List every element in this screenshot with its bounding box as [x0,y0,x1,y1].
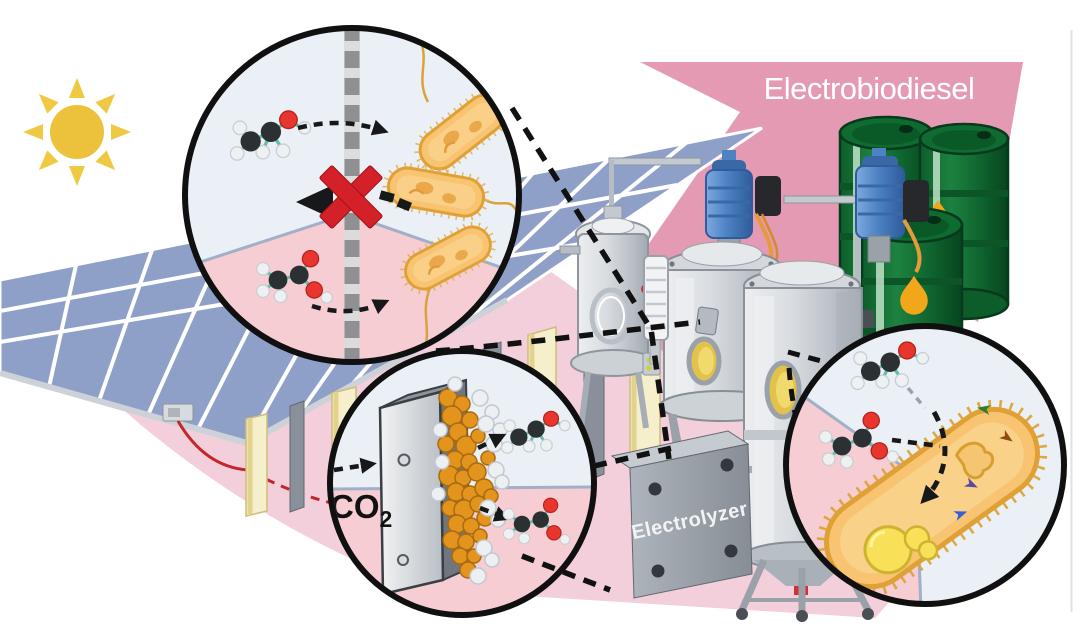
acetate-cross-arrow [311,299,390,315]
condenser-column [643,255,669,365]
connector-co2-to-cube-bottom [521,553,611,593]
sun-icon [23,78,131,186]
orange-cable [902,218,922,273]
agitator-motor [705,150,753,239]
co2-in-arrow [333,457,377,474]
power-wire-dashed [251,470,337,506]
microbe-callout [783,323,1067,607]
callout-connectors [435,106,701,460]
stack-terminal-box [695,306,719,336]
caster-wheel [796,610,808,622]
connector-co2-to-cube-top [593,444,677,469]
oil-drop-icon [900,275,928,315]
motor-junction-box [903,180,929,222]
connector-membrane-to-tank [509,106,672,460]
callout-connectors [521,444,677,593]
lipid-droplet [917,540,939,561]
pipe-post [609,160,614,232]
junction-box-inner [168,408,180,417]
nucleoid [954,441,995,480]
connector-membrane-to-skid [435,319,701,354]
caster-wheel [736,608,748,620]
electrolyzer-endplate: Electrolyzer [610,430,753,599]
banner-label: Electrobiodiesel [764,71,975,106]
pipe-rail [608,157,702,166]
blocked-arrow [296,185,333,219]
to-acetate-arrow [479,505,511,522]
co2-label: CO2 [330,488,392,532]
connector-tank-to-microbe-top [787,349,853,371]
power-wire [176,420,249,472]
caster-wheel [862,608,874,620]
co2-reduction-callout: CO2 [327,348,597,618]
ethanol-uptake-dash [906,386,927,410]
acetate-uptake-dash [891,437,941,449]
metabolism-arrow [920,410,948,504]
agitator-motor [855,148,905,239]
pipe-post [855,200,861,312]
motor-junction-box [755,176,781,216]
to-ethanol-arrow [476,433,507,451]
sight-glass [589,287,633,345]
membrane-callout [182,25,522,365]
red-x-icon [319,165,383,229]
